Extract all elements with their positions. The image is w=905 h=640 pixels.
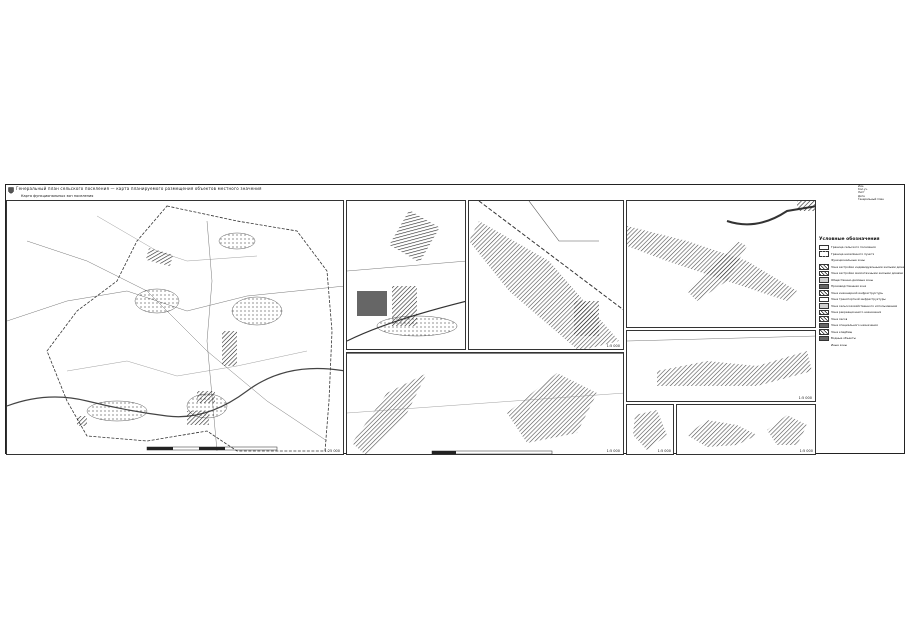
legend-label: Производственная зона [831, 284, 867, 289]
legend-swatch [819, 270, 829, 276]
inset-b-panel[interactable]: 1:5 000 [468, 200, 624, 350]
map-legend: Условные обозначения Граница сельского п… [819, 237, 904, 407]
legend-item: Граница населённого пункта [819, 251, 904, 258]
coat-of-arms-icon [8, 187, 14, 194]
legend-swatch [819, 264, 829, 270]
inset-c-panel[interactable]: 1:5 000 [346, 352, 624, 455]
legend-label: Общественно-деловые зоны [831, 277, 874, 282]
inset-g-panel[interactable]: 1:5 000 [676, 404, 816, 455]
legend-swatch [819, 244, 829, 250]
legend-label: Зона рекреационного назначения [831, 310, 882, 315]
legend-swatch [819, 335, 829, 341]
legend-swatch [819, 251, 829, 257]
legend-item: Общественно-деловые зоны [819, 277, 904, 284]
legend-label: Функциональные зоны [831, 258, 865, 263]
inset-c-scale: 1:5 000 [606, 449, 620, 453]
main-map-scale: 1:25 000 [324, 449, 340, 453]
legend-swatch [819, 316, 829, 322]
legend-label: Зона транспортной инфраструктуры [831, 297, 886, 302]
legend-item: Зона специального назначения [819, 322, 904, 329]
inset-a-panel[interactable] [346, 200, 466, 350]
main-map-panel[interactable]: 1:25 000 [6, 200, 344, 455]
legend-item: Граница сельского поселения [819, 244, 904, 251]
inset-b-map [469, 201, 623, 349]
legend-item: Зона лесов [819, 316, 904, 323]
inset-g-map [687, 415, 807, 447]
legend-item: Зона сельскохозяйственного использования [819, 303, 904, 310]
inset-d-panel[interactable] [626, 200, 816, 328]
sheet-header: Генеральный план сельского поселения — к… [16, 186, 262, 191]
stamp-line: Изм. [858, 185, 865, 188]
legend-item: Зона инженерной инфраструктуры [819, 290, 904, 297]
legend-label: Зона сельскохозяйственного использования [831, 303, 898, 308]
legend-label: Зона лесов [831, 316, 848, 321]
inset-d-map [627, 201, 815, 301]
inset-c-map [347, 353, 623, 454]
inset-b-scale: 1:5 000 [606, 344, 620, 348]
legend-swatch [819, 258, 829, 264]
title-block-stamp: Изм. Кол.уч. Лист Дата Генеральный план [858, 185, 904, 215]
legend-swatch [819, 303, 829, 309]
inset-f-map [633, 410, 667, 450]
legend-item: Производственная зона [819, 283, 904, 290]
legend-label: Зона инженерной инфраструктуры [831, 290, 884, 295]
legend-swatch [819, 322, 829, 328]
legend-label: Зона застройки малоэтажными жилыми домам… [831, 271, 904, 276]
legend-label: Граница населённого пункта [831, 251, 875, 256]
legend-swatch [819, 290, 829, 296]
inset-f-panel[interactable]: 1:5 000 [626, 404, 674, 455]
main-map [7, 205, 343, 452]
legend-item: Функциональные зоны [819, 257, 904, 264]
inset-e-map [627, 335, 815, 386]
sheet-subtitle: Карта функциональных зон поселения [21, 194, 94, 198]
stamp-line: Генеральный план [858, 197, 884, 201]
legend-item: Зона кладбищ [819, 329, 904, 336]
inset-a-map [347, 210, 465, 342]
map-sheet: Генеральный план сельского поселения — к… [5, 184, 905, 455]
legend-title: Условные обозначения [819, 237, 880, 242]
inset-e-panel[interactable]: 1:5 000 [626, 330, 816, 402]
legend-label: Водные объекты [831, 336, 856, 341]
legend-swatch [819, 342, 829, 348]
legend-item: Иные зоны [819, 342, 904, 349]
legend-label: Иные зоны [831, 342, 847, 347]
legend-label: Зона специального назначения [831, 323, 878, 328]
stamp-line: Лист [858, 191, 865, 195]
stamp-line: Кол.уч. [858, 188, 868, 192]
inset-f-scale: 1:5 000 [657, 449, 671, 453]
legend-swatch [819, 283, 829, 289]
legend-swatch [819, 309, 829, 315]
legend-label: Зона застройки индивидуальными жилыми до… [831, 264, 904, 269]
stamp-line: Дата [858, 194, 865, 198]
legend-swatch [819, 329, 829, 335]
legend-item: Зона застройки индивидуальными жилыми до… [819, 264, 904, 271]
legend-item: Зона рекреационного назначения [819, 309, 904, 316]
legend-item: Водные объекты [819, 335, 904, 342]
legend-swatch [819, 277, 829, 283]
inset-g-scale: 1:5 000 [799, 449, 813, 453]
legend-label: Зона кладбищ [831, 329, 853, 334]
legend-item: Зона транспортной инфраструктуры [819, 296, 904, 303]
legend-swatch [819, 296, 829, 302]
legend-label: Граница сельского поселения [831, 245, 876, 250]
legend-item: Зона застройки малоэтажными жилыми домам… [819, 270, 904, 277]
inset-e-scale: 1:5 000 [798, 396, 812, 400]
